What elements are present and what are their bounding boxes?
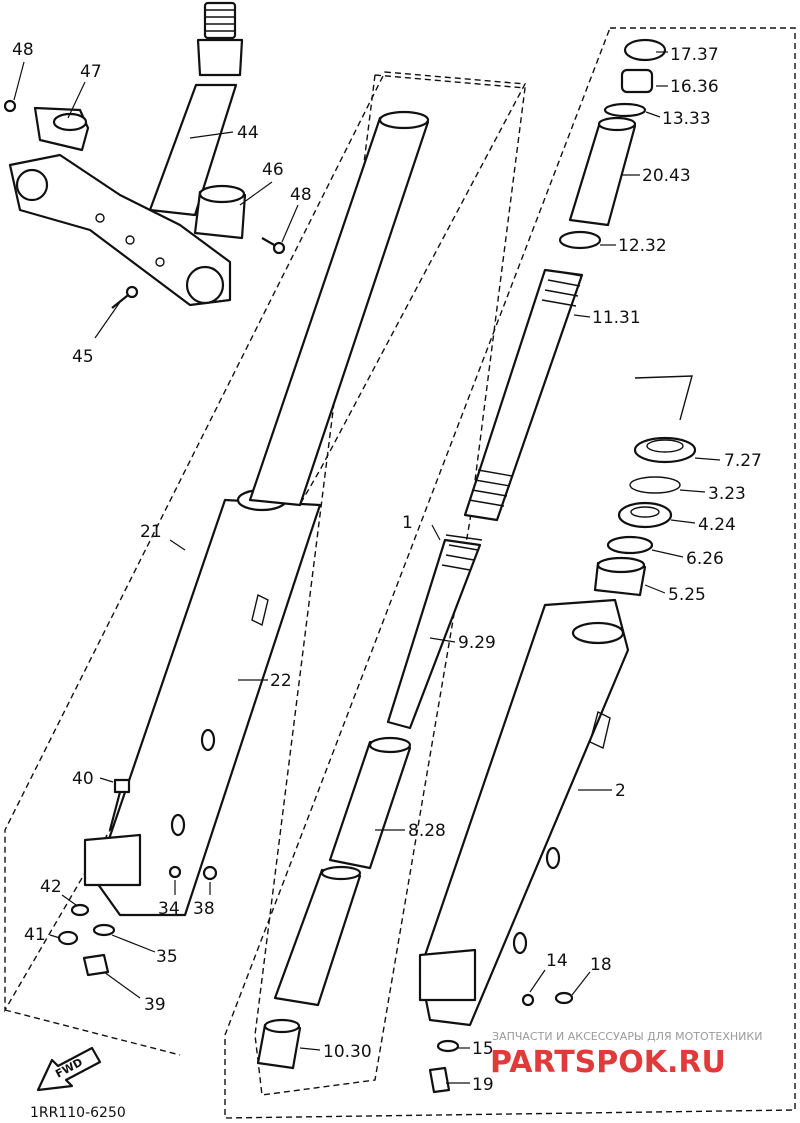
label-7-27: 7.27 (724, 451, 762, 471)
label-21: 21 (140, 522, 162, 542)
label-10-30: 10.30 (323, 1042, 372, 1062)
outer-tube-left (83, 488, 322, 917)
label-22: 22 (270, 671, 292, 691)
label-6-26: 6.26 (686, 549, 724, 569)
label-8-28: 8.28 (408, 821, 446, 841)
label-4-24: 4.24 (698, 515, 736, 535)
dust-seal-7 (633, 436, 697, 464)
label-46: 46 (262, 160, 284, 180)
label-41: 41 (24, 925, 46, 945)
label-14: 14 (546, 951, 568, 971)
watermark: ЗАПЧАСТИ И АКСЕССУАРЫ ДЛЯ МОТОТЕХНИКИ PA… (490, 1030, 762, 1080)
cap-bolt-16 (620, 68, 654, 94)
o-ring-13 (603, 102, 647, 118)
label-44: 44 (237, 123, 259, 143)
bolt-40 (108, 778, 131, 831)
watermark-brand: PARTSPOK.RU (490, 1045, 726, 1080)
label-47: 47 (80, 62, 102, 82)
clip-3 (629, 476, 681, 494)
label-16-36: 16.36 (670, 77, 719, 97)
label-2: 2 (615, 781, 626, 801)
label-15: 15 (472, 1039, 494, 1059)
label-48-top: 48 (12, 40, 34, 60)
bolt-48-upper (3, 99, 17, 113)
label-38: 38 (193, 899, 215, 919)
label-12-32: 12.32 (618, 236, 667, 256)
label-39: 39 (144, 995, 166, 1015)
label-13-33: 13.33 (662, 109, 711, 129)
label-5-25: 5.25 (668, 585, 706, 605)
group-boundary-left-lower (4, 1009, 181, 1056)
part-labels: 48 47 44 46 48 45 17.37 16.36 13.33 20.4… (12, 40, 762, 1095)
leader-lines (13, 51, 721, 1084)
label-45: 45 (72, 347, 94, 367)
diagram-code: 1RR110-6250 (30, 1105, 126, 1121)
outer-tube-right (418, 598, 630, 1027)
cap-17 (623, 38, 667, 62)
steering-stem (148, 1, 244, 217)
spring-11 (463, 268, 584, 522)
inner-tube-1 (248, 110, 430, 507)
label-3-23: 3.23 (708, 484, 746, 504)
label-48-mid: 48 (290, 185, 312, 205)
group-bracket-seals (634, 375, 693, 421)
label-40: 40 (72, 769, 94, 789)
tube-8 (328, 736, 412, 870)
bushing-10 (256, 1018, 302, 1070)
damper-rod-9 (386, 534, 483, 730)
label-42: 42 (40, 877, 62, 897)
label-11-31: 11.31 (592, 308, 641, 328)
label-9-29: 9.29 (458, 633, 496, 653)
spacer-20 (568, 116, 637, 227)
bushing-5 (593, 556, 647, 597)
oil-seal-4 (617, 501, 673, 529)
bushing-46 (193, 184, 247, 240)
watermark-tagline: ЗАПЧАСТИ И АКСЕССУАРЫ ДЛЯ МОТОТЕХНИКИ (492, 1030, 762, 1043)
label-18: 18 (590, 955, 612, 975)
label-17-37: 17.37 (670, 45, 719, 65)
group-boundary-center (254, 74, 526, 1096)
bolt-45 (111, 285, 139, 309)
label-1: 1 (402, 513, 413, 533)
label-19: 19 (472, 1075, 494, 1095)
label-20-43: 20.43 (642, 166, 691, 186)
small-parts-left (57, 865, 218, 977)
fwd-arrow: FWD (36, 1046, 102, 1092)
group-boundary-right (224, 27, 796, 1119)
seat-12 (558, 230, 602, 250)
tube-lower-center (273, 865, 362, 1007)
cable-guide-47 (33, 106, 90, 152)
label-34: 34 (158, 899, 180, 919)
small-parts-right (428, 991, 574, 1094)
lower-bracket (8, 153, 232, 307)
bolt-48-lower (261, 237, 286, 255)
label-35: 35 (156, 947, 178, 967)
washer-6 (606, 535, 654, 555)
